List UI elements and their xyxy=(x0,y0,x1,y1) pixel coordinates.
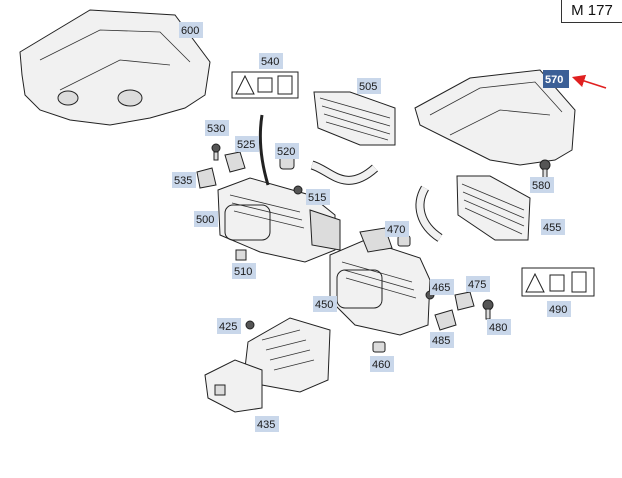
bracket-435 xyxy=(204,359,263,413)
sensor-475 xyxy=(454,291,475,311)
callout-500: 500 xyxy=(194,211,218,227)
callout-505: 505 xyxy=(357,78,381,94)
clip-515 xyxy=(293,185,303,195)
callout-515: 515 xyxy=(306,189,330,205)
screw-425 xyxy=(245,320,255,330)
svg-text:490: 490 xyxy=(549,304,567,316)
svg-text:470: 470 xyxy=(387,224,405,236)
warning-label-490 xyxy=(521,267,595,297)
svg-text:465: 465 xyxy=(432,282,450,294)
screw-580 xyxy=(539,159,551,180)
callout-535: 535 xyxy=(172,172,196,188)
hose-upper xyxy=(310,160,379,185)
callout-570-highlighted: 570 xyxy=(543,70,569,88)
svg-text:435: 435 xyxy=(257,419,275,431)
pointer-arrow xyxy=(571,74,607,89)
callout-485: 485 xyxy=(430,332,454,348)
svg-text:510: 510 xyxy=(234,266,252,278)
filter-element-505 xyxy=(313,91,396,146)
svg-text:485: 485 xyxy=(432,335,450,347)
svg-text:475: 475 xyxy=(468,279,486,291)
sensor-525-body xyxy=(224,151,246,173)
warning-label-540 xyxy=(231,71,299,99)
callout-470: 470 xyxy=(385,221,409,237)
svg-text:480: 480 xyxy=(489,322,507,334)
bolt-480 xyxy=(482,299,494,320)
filter-housing-500 xyxy=(217,177,341,263)
callout-600: 600 xyxy=(179,22,203,38)
sensor-485 xyxy=(434,309,457,331)
svg-text:450: 450 xyxy=(315,299,333,311)
callout-435: 435 xyxy=(255,416,279,432)
callout-475: 475 xyxy=(466,276,490,292)
engine-code-badge: M 177 xyxy=(561,0,622,23)
callout-540: 540 xyxy=(259,53,283,69)
callout-465: 465 xyxy=(430,279,454,295)
svg-text:580: 580 xyxy=(532,180,550,192)
callout-455: 455 xyxy=(541,219,565,235)
svg-text:530: 530 xyxy=(207,123,225,135)
callout-450: 450 xyxy=(313,296,337,312)
svg-text:515: 515 xyxy=(308,192,326,204)
svg-text:525: 525 xyxy=(237,139,255,151)
svg-text:455: 455 xyxy=(543,222,561,234)
callout-425: 425 xyxy=(217,318,241,334)
callout-525: 525 xyxy=(235,136,259,152)
callout-460: 460 xyxy=(370,356,394,372)
nut-460 xyxy=(372,341,386,353)
callout-480: 480 xyxy=(487,319,511,335)
callout-510: 510 xyxy=(232,263,256,279)
svg-text:570: 570 xyxy=(545,74,563,86)
engine-cover-600 xyxy=(19,9,211,126)
svg-text:540: 540 xyxy=(261,56,279,68)
svg-text:460: 460 xyxy=(372,359,390,371)
callout-520: 520 xyxy=(275,143,299,159)
svg-text:535: 535 xyxy=(174,175,192,187)
svg-text:505: 505 xyxy=(359,81,377,93)
svg-text:500: 500 xyxy=(196,214,214,226)
svg-text:600: 600 xyxy=(181,25,199,37)
filter-element-455 xyxy=(456,175,531,241)
callout-580: 580 xyxy=(530,177,554,193)
callout-530: 530 xyxy=(205,120,229,136)
callout-490: 490 xyxy=(547,301,571,317)
svg-text:520: 520 xyxy=(277,146,295,158)
filter-housing-450 xyxy=(329,227,431,336)
cable-525 xyxy=(258,114,270,186)
sensor-530 xyxy=(211,143,221,161)
hose-470 xyxy=(397,185,443,247)
bolt-510 xyxy=(235,249,247,261)
svg-text:425: 425 xyxy=(219,321,237,333)
sensor-535 xyxy=(196,167,217,189)
housing-cover-570 xyxy=(414,69,576,166)
